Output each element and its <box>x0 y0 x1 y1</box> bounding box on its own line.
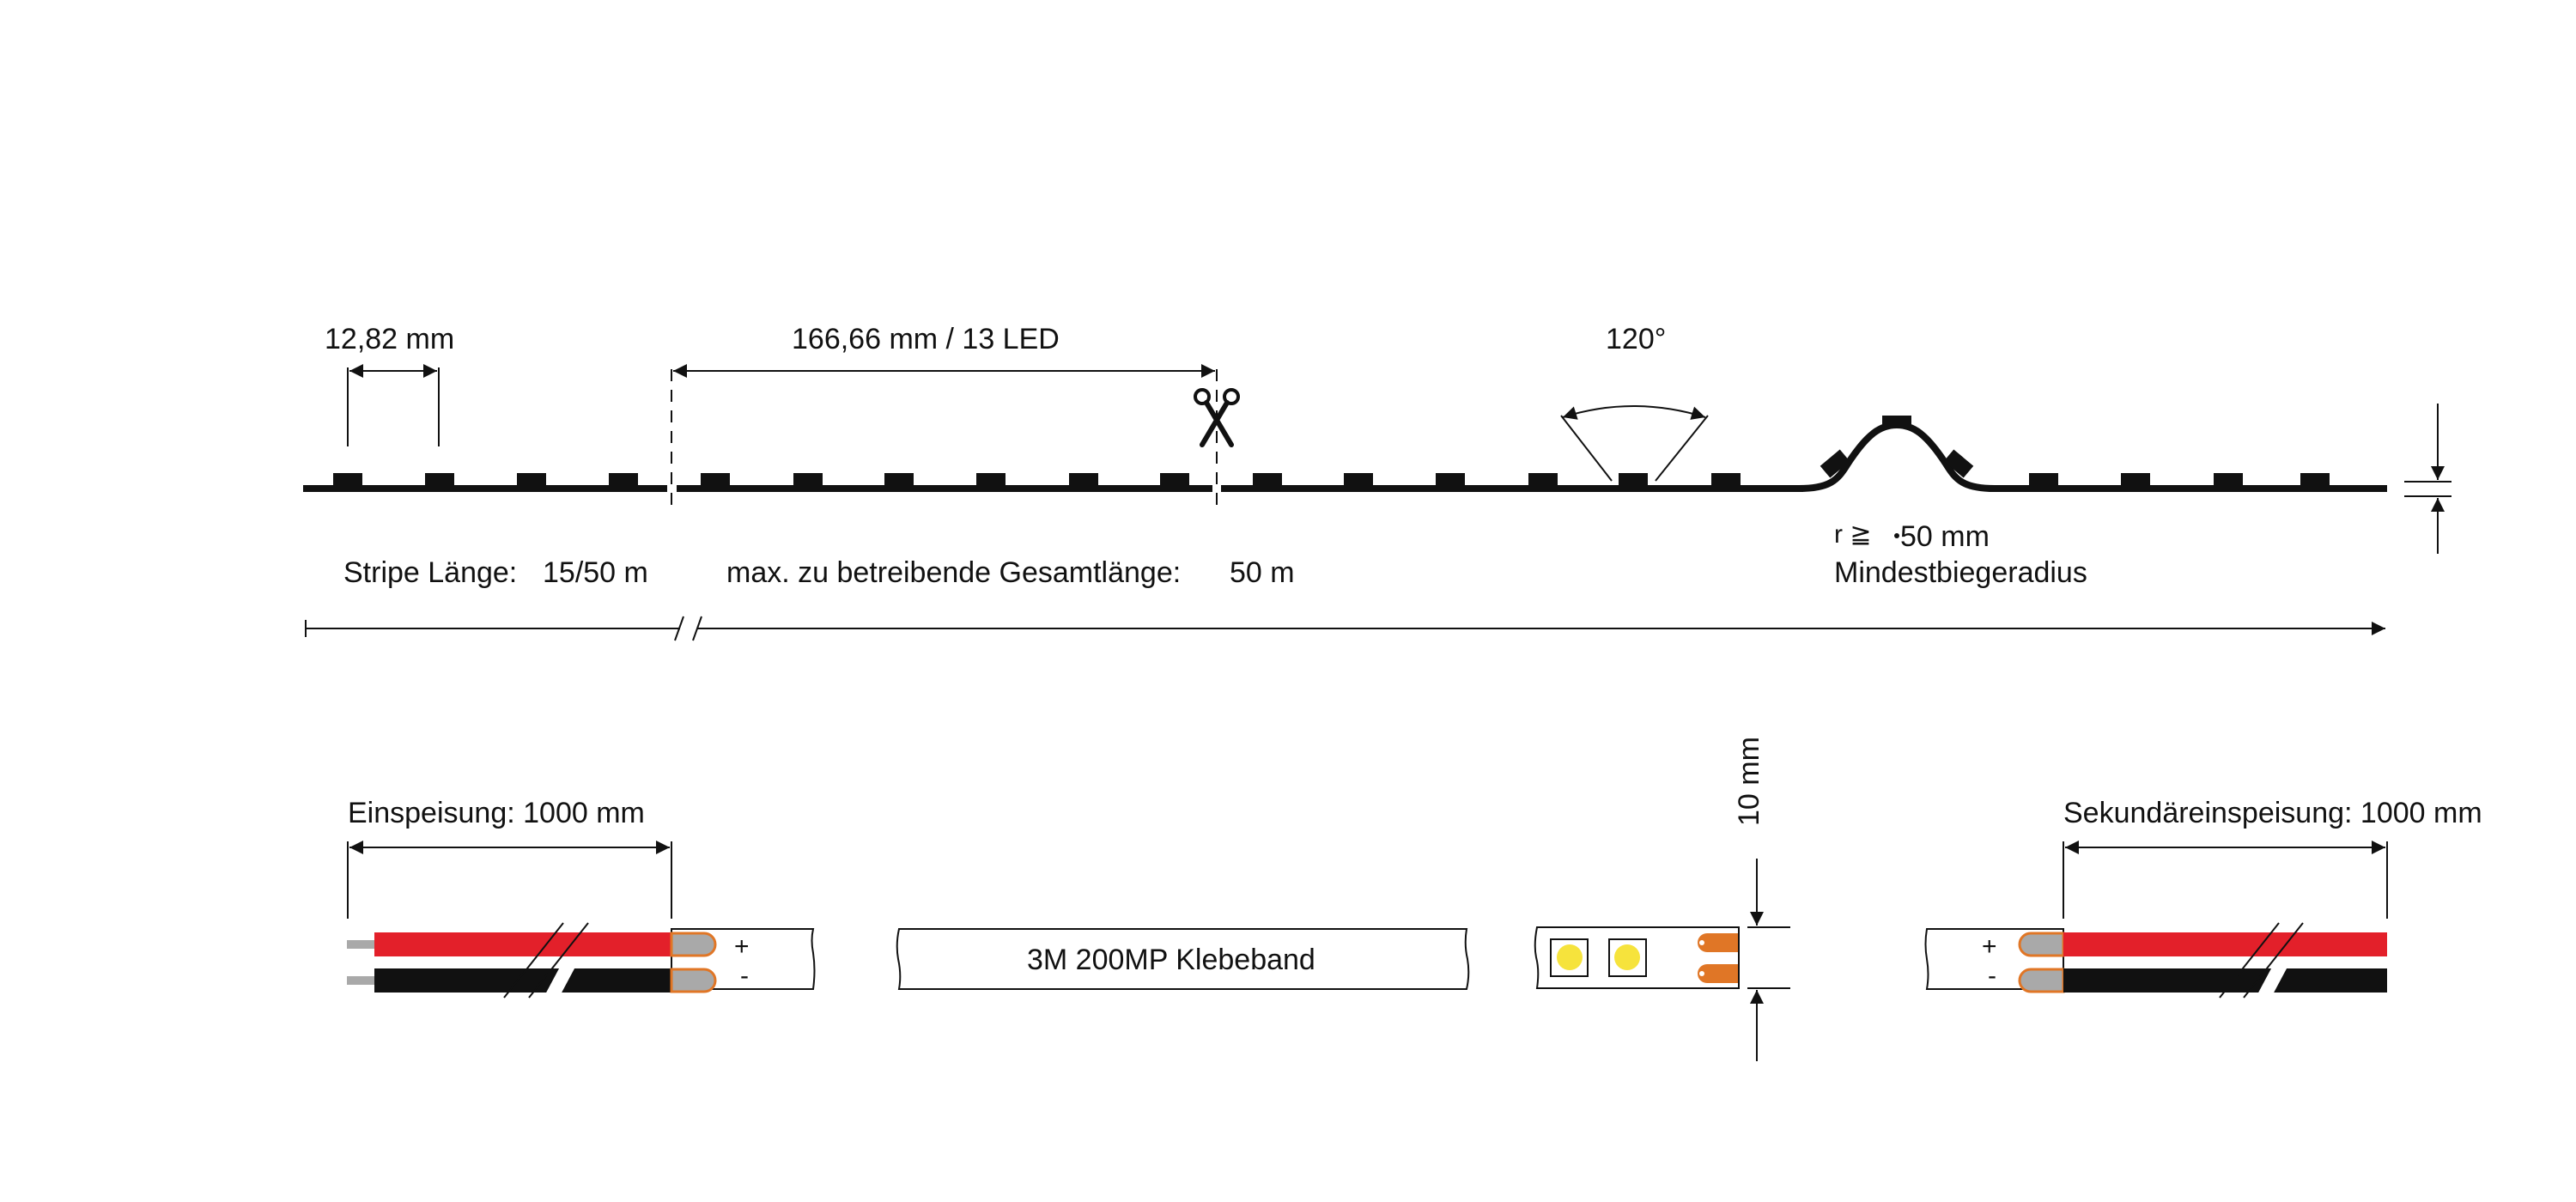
minus-sign-left: - <box>740 962 749 990</box>
stripe-length-label: Stripe Länge: <box>343 556 518 589</box>
feed-label: Einspeisung: 1000 mm <box>348 797 645 829</box>
minus-sign-right: - <box>1988 962 1996 990</box>
feed-cable-right <box>1924 841 2388 999</box>
max-length-value: 50 m <box>1230 556 1295 589</box>
bend-radius-value: 50 mm <box>1900 520 1990 553</box>
beam-angle-indicator <box>1560 405 1709 482</box>
stripe-length-value: 15/50 m <box>543 556 648 589</box>
width-label: 10 mm <box>1733 737 1765 826</box>
led-pitch-label: 12,82 mm <box>325 323 455 355</box>
led-pitch-dimension <box>347 364 440 446</box>
secondary-feed-label: Sekundäreinspeisung: 1000 mm <box>2063 797 2482 829</box>
max-length-label: max. zu betreibende Gesamtlänge: <box>726 556 1182 589</box>
scissors-icon <box>1194 388 1240 447</box>
tape-label: 3M 200MP Klebeband <box>1027 944 1315 976</box>
bend-hump <box>1798 416 1996 538</box>
led-emitter-1 <box>1557 944 1583 970</box>
thickness-indicator <box>2404 404 2451 554</box>
adhesive-tape-strip <box>896 928 1470 990</box>
beam-angle-label: 120° <box>1606 323 1667 355</box>
bend-radius-symbol: r ≧ <box>1834 520 1872 549</box>
bend-center-dot <box>1894 533 1899 538</box>
plus-sign-right: + <box>1982 932 1997 961</box>
segment-length-label: 166,66 mm / 13 LED <box>792 323 1060 355</box>
strip-profile <box>303 473 2387 492</box>
feed-cable-left <box>347 841 816 999</box>
led-emitter-2 <box>1614 944 1640 970</box>
bend-radius-caption: Mindestbiegeradius <box>1834 556 2087 589</box>
plus-sign-left: + <box>734 932 750 961</box>
length-axis <box>305 616 2385 641</box>
strip-end-detail <box>1534 859 1790 1061</box>
